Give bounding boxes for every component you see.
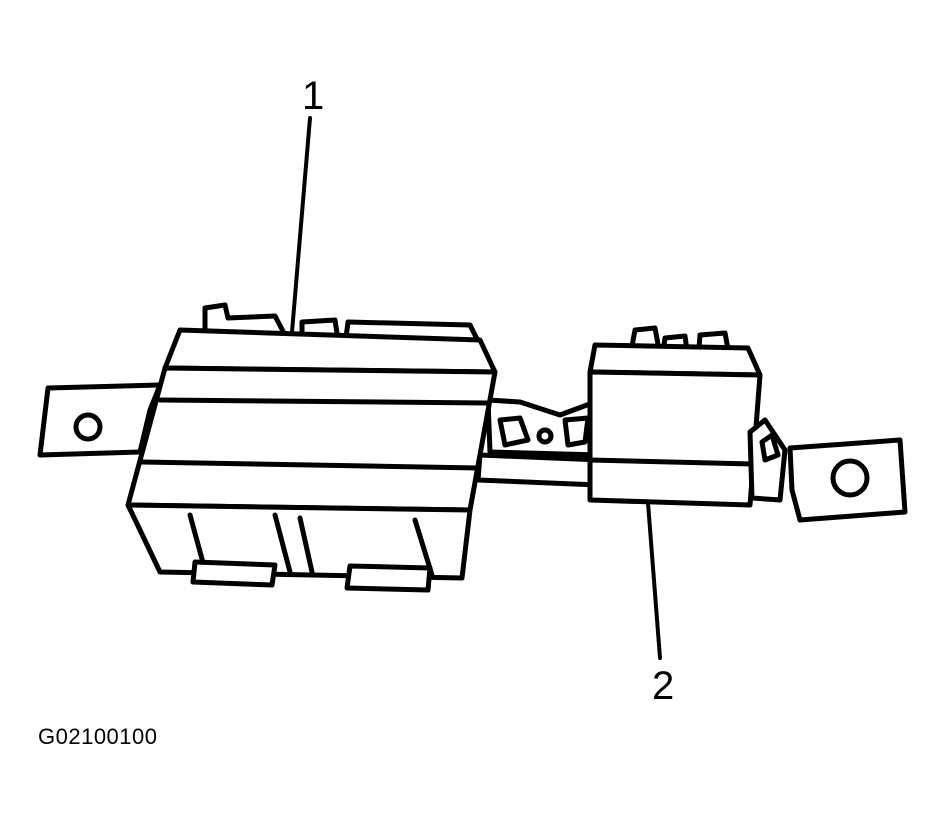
figure-code: G02100100 — [38, 724, 158, 749]
left-tab-hole — [73, 412, 103, 442]
right-mounting-tab — [787, 437, 908, 523]
leader-line-1 — [290, 116, 312, 334]
leader-line-2 — [646, 501, 662, 660]
small-module — [587, 325, 788, 508]
right-tab-hole — [830, 458, 870, 498]
callout-label-2: 2 — [652, 664, 675, 708]
callout-label-1: 1 — [302, 74, 325, 118]
left-mounting-tab — [37, 382, 163, 458]
large-module — [125, 302, 498, 593]
wiring-harness — [475, 397, 603, 488]
